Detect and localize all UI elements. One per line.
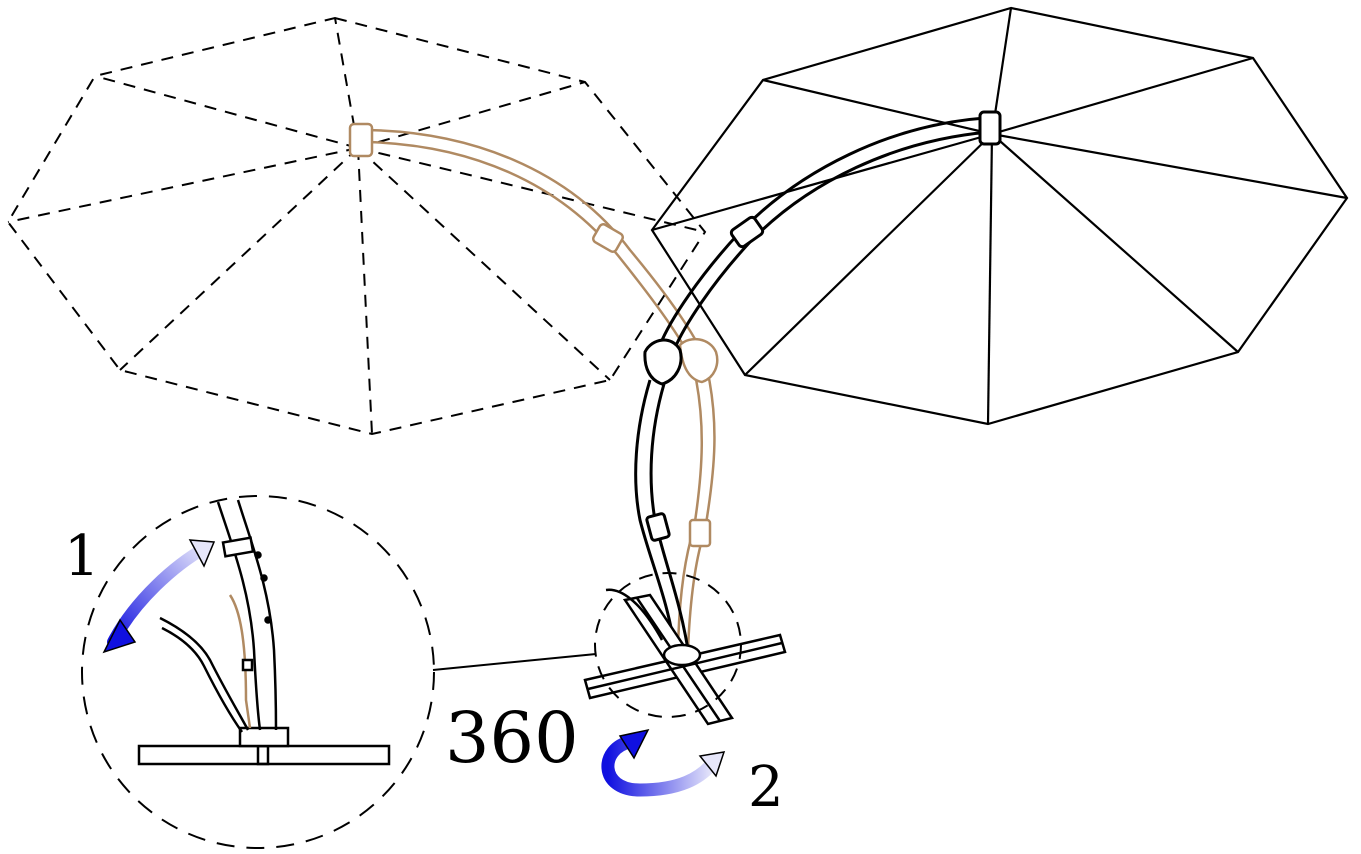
ghost-arm-joint: [591, 223, 625, 253]
base-hub: [662, 643, 702, 667]
solid-arm-hub: [978, 110, 1002, 146]
solid-canopy: [650, 6, 1349, 426]
zoom-base-bracket: [238, 726, 290, 748]
zoom-base-plate: [137, 744, 391, 766]
zoom-pole: [216, 501, 262, 731]
ghost-arm: [348, 122, 719, 651]
zoom-detail-circle: [81, 495, 435, 849]
solid-arm-joint: [729, 215, 765, 249]
ghost-arm-elbow: [678, 337, 719, 384]
cross-base: [583, 588, 787, 726]
base-detail-circle: [594, 572, 742, 718]
zoom-ghost-pole: [228, 594, 252, 729]
ghost-canopy: [6, 16, 707, 436]
step-2-label: 2: [748, 755, 784, 820]
zoom-handle: [159, 616, 250, 731]
ghost-arm-sleeve: [688, 518, 712, 548]
zoom-detail: [137, 499, 391, 766]
rotate-arrow-icon: [601, 728, 726, 797]
ghost-canopy-outline: [6, 16, 707, 436]
pole-sleeve: [645, 512, 671, 542]
pole: [634, 379, 677, 651]
detail-callout: [81, 495, 742, 849]
rotation-degrees-label: 360: [445, 697, 579, 779]
solid-arm-elbow: [643, 338, 683, 386]
base-handle: [605, 588, 664, 641]
ghost-arm-hub: [348, 122, 374, 158]
step-1-label: 1: [64, 524, 100, 589]
callout-connector: [432, 653, 597, 671]
solid-arm: [634, 110, 1002, 651]
curved-double-arrow-icon: [102, 539, 216, 654]
